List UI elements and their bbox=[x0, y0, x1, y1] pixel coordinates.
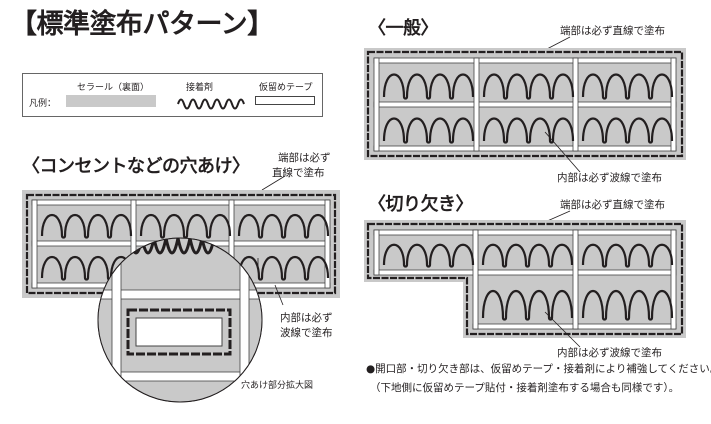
general-heading: 〈一般〉 bbox=[368, 18, 439, 39]
legend-swatch-tape bbox=[255, 96, 315, 105]
adhesive-wave bbox=[139, 214, 232, 239]
adhesive-wave bbox=[382, 73, 475, 100]
legend-box bbox=[22, 73, 323, 117]
outlet-callout-edge-1: 端部は必ず bbox=[278, 152, 331, 164]
legend-label-tape: 仮留めテープ bbox=[259, 83, 313, 93]
outlet-heading: 〈コンセントなどの穴あけ〉 bbox=[22, 156, 250, 177]
outlet-zoom-caption: 穴あけ部分拡大図 bbox=[241, 381, 314, 391]
outlet-callout-inner-2: 波線で塗布 bbox=[280, 327, 333, 339]
legend-prefix: 凡例： bbox=[29, 99, 57, 109]
notch-heading: 〈切り欠き〉 bbox=[368, 194, 474, 215]
adhesive-wave bbox=[40, 214, 133, 239]
outlet-callout-edge-2: 直線で塗布 bbox=[272, 167, 325, 179]
adhesive-wave bbox=[481, 289, 574, 321]
footnote-1: ●開口部・切り欠き部は、仮留めテープ・接着剤により補強してください。 bbox=[366, 363, 711, 375]
notch-callout-edge: 端部は必ず直線で塗布 bbox=[560, 199, 665, 211]
adhesive-wave bbox=[382, 243, 475, 268]
adhesive-wave bbox=[581, 289, 674, 321]
adhesive-wave bbox=[581, 243, 674, 268]
notch-callout-inner: 内部は必ず波線で塗布 bbox=[557, 347, 662, 359]
general-callout-inner: 内部は必ず波線で塗布 bbox=[557, 172, 662, 184]
adhesive-wave bbox=[482, 73, 575, 100]
adhesive-wave bbox=[382, 117, 475, 144]
adhesive-wave bbox=[237, 214, 330, 239]
adhesive-wave bbox=[237, 256, 330, 281]
adhesive-wave bbox=[581, 73, 674, 100]
adhesive-wave bbox=[581, 117, 674, 144]
legend-adhesive-wave-icon bbox=[177, 98, 245, 110]
legend-label-backing: セラール（裏面） bbox=[77, 83, 150, 93]
outlet-callout-inner-1: 内部は必ず bbox=[280, 312, 333, 324]
footnote-2: （下地側に仮留めテープ貼付・接着剤塗布する場合も同様です）。 bbox=[370, 382, 680, 394]
page-title: 【標準塗布パターン】 bbox=[10, 9, 274, 40]
general-callout-edge: 端部は必ず直線で塗布 bbox=[560, 25, 665, 37]
legend-swatch-backing bbox=[66, 95, 156, 107]
legend-label-adhesive: 接着剤 bbox=[186, 83, 214, 93]
adhesive-wave bbox=[481, 243, 574, 268]
